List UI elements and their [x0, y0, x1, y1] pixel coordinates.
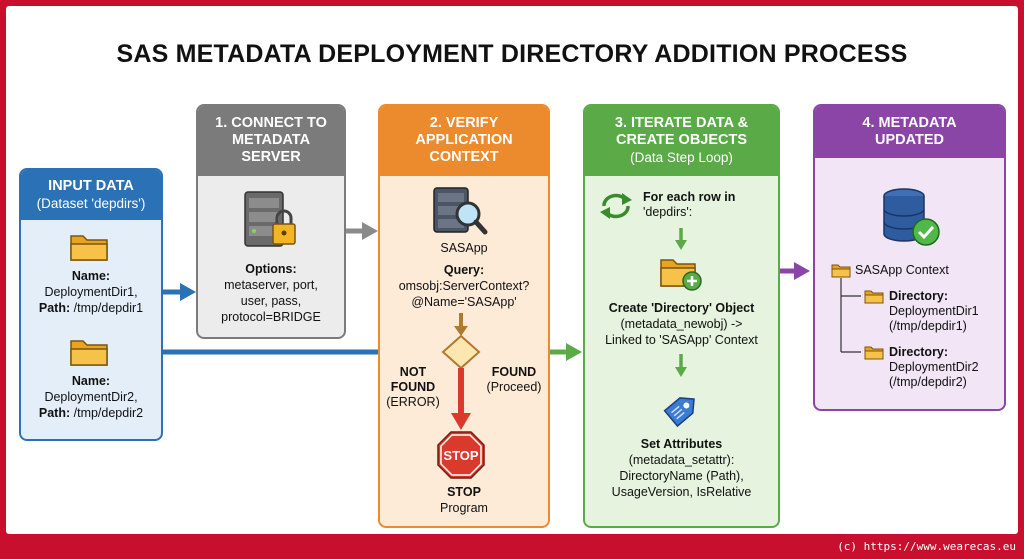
- input-data-panel: INPUT DATA (Dataset 'depdirs'): [19, 168, 163, 441]
- attr-line-1: (metadata_setattr):: [628, 453, 735, 467]
- updated-heading-2: UPDATED: [874, 132, 944, 148]
- query-line-2: @Name='SASApp': [411, 295, 517, 309]
- dir-1-label: Directory:: [889, 289, 949, 303]
- not-found-line-2: FOUND: [390, 380, 436, 394]
- input-row-2: Name: DeploymentDir2, Path: /tmp/depdir2: [21, 373, 161, 421]
- loop-line-1: For each row in: [643, 190, 736, 204]
- connect-heading-2: METADATA: [231, 132, 311, 148]
- input-row-1: Name: DeploymentDir1, Path: /tmp/depdir1: [21, 268, 161, 316]
- connect-options: Options: metaserver, port, user, pass, p…: [198, 261, 344, 325]
- input-row-1-path-label: Path:: [38, 301, 71, 315]
- options-line-1: metaserver, port,: [224, 278, 318, 292]
- iterate-create-panel: 3. ITERATE DATA & CREATE OBJECTS (Data S…: [583, 104, 780, 528]
- loop-icon: [600, 193, 632, 219]
- folder-icon: [864, 290, 884, 304]
- options-line-2: user, pass,: [240, 294, 302, 308]
- verify-heading-2: APPLICATION: [415, 132, 513, 148]
- input-data-heading: INPUT DATA: [48, 178, 134, 194]
- folder-icon: [70, 340, 108, 366]
- not-found-line-3: (ERROR): [386, 395, 440, 409]
- query-label: Query:: [443, 263, 485, 277]
- attr-title: Set Attributes: [640, 437, 723, 451]
- found-label: FOUND (Proceed): [482, 365, 546, 395]
- folder-icon: [864, 346, 884, 360]
- server-search-icon: [433, 187, 488, 235]
- query-line-1: omsobj:ServerContext?: [398, 279, 530, 293]
- input-row-2-name-label: Name:: [71, 374, 111, 388]
- input-row-2-path: /tmp/depdir2: [73, 406, 144, 420]
- found-line-1: FOUND: [491, 365, 537, 379]
- verify-query: Query: omsobj:ServerContext? @Name='SASA…: [380, 262, 548, 310]
- sasapp-context-label: SASApp Context: [855, 263, 949, 277]
- decision-flow: [441, 313, 481, 430]
- sasapp-server-label: SASApp: [440, 241, 488, 255]
- input-row-1-name-label: Name:: [71, 269, 111, 283]
- arrow-input-to-connect: [163, 283, 196, 301]
- folder-add-icon: [660, 259, 702, 291]
- verify-heading-1: 2. VERIFY: [429, 115, 499, 131]
- not-found-line-1: NOT: [399, 365, 427, 379]
- options-label: Options:: [245, 262, 297, 276]
- tree-directory-2: Directory: DeploymentDir2 (/tmp/depdir2): [889, 345, 1004, 390]
- connect-heading-1: 1. CONNECT TO: [215, 115, 327, 131]
- verify-context-header: 2. VERIFY APPLICATION CONTEXT: [380, 106, 548, 176]
- stop-sign-icon: STOP: [437, 431, 485, 479]
- dir-1-path: (/tmp/depdir1): [889, 319, 967, 333]
- create-title: Create 'Directory' Object: [608, 301, 755, 315]
- iterate-heading-2: CREATE OBJECTS: [615, 132, 748, 148]
- attr-line-2: DirectoryName (Path),: [619, 469, 744, 483]
- stop-sub: Program: [440, 501, 488, 515]
- options-line-3: protocol=BRIDGE: [221, 310, 321, 324]
- stop-label: STOP: [447, 485, 481, 499]
- iterate-create-header: 3. ITERATE DATA & CREATE OBJECTS (Data S…: [585, 106, 778, 176]
- connect-server-panel: 1. CONNECT TO METADATA SERVER: [196, 104, 346, 339]
- folder-icon: [70, 235, 108, 261]
- set-attributes: Set Attributes (metadata_setattr): Direc…: [585, 436, 778, 500]
- stop-sign-text: STOP: [443, 448, 478, 463]
- dir-1-name: DeploymentDir1: [889, 304, 979, 318]
- attr-line-3: UsageVersion, IsRelative: [611, 485, 752, 499]
- not-found-label: NOT FOUND (ERROR): [385, 365, 441, 410]
- tree-directory-1: Directory: DeploymentDir1 (/tmp/depdir1): [889, 289, 1004, 334]
- verify-heading-3: CONTEXT: [429, 149, 499, 165]
- database-check-icon: [883, 188, 940, 246]
- input-row-2-path-label: Path:: [38, 406, 71, 420]
- arrow-iterate-to-updated: [780, 262, 810, 280]
- copyright-footer: (c) https://www.wearecas.eu: [837, 540, 1016, 553]
- input-data-subheading: (Dataset 'depdirs'): [36, 196, 146, 211]
- arrow-connect-to-verify: [346, 222, 378, 240]
- create-directory: Create 'Directory' Object (metadata_newo…: [585, 300, 778, 348]
- input-data-header: INPUT DATA (Dataset 'depdirs'): [21, 170, 161, 220]
- metadata-tree-lines: [840, 278, 861, 353]
- connect-heading-3: SERVER: [241, 149, 301, 165]
- iterate-flow: [675, 228, 687, 377]
- server-lock-icon: [244, 191, 296, 247]
- updated-heading-1: 4. METADATA: [862, 115, 957, 131]
- input-row-2-name: DeploymentDir2,: [44, 390, 138, 404]
- dir-2-path: (/tmp/depdir2): [889, 375, 967, 389]
- dir-2-label: Directory:: [889, 345, 949, 359]
- verify-context-panel: 2. VERIFY APPLICATION CONTEXT: [378, 104, 550, 528]
- iterate-heading-sub: (Data Step Loop): [630, 150, 733, 165]
- page-title: SAS METADATA DEPLOYMENT DIRECTORY ADDITI…: [116, 40, 908, 68]
- loop-line-2: 'depdirs':: [643, 205, 693, 219]
- loop-text: For each row in 'depdirs':: [643, 190, 773, 220]
- create-line-2: Linked to 'SASApp' Context: [605, 333, 758, 347]
- folder-icon: [831, 264, 851, 278]
- connect-server-header: 1. CONNECT TO METADATA SERVER: [198, 106, 344, 176]
- found-line-2: (Proceed): [486, 380, 542, 394]
- dir-2-name: DeploymentDir2: [889, 360, 979, 374]
- metadata-updated-panel: 4. METADATA UPDATED: [813, 104, 1006, 411]
- create-line-1: (metadata_newobj) ->: [620, 317, 743, 331]
- stop-program: STOP Program: [380, 484, 548, 516]
- metadata-updated-header: 4. METADATA UPDATED: [815, 106, 1004, 158]
- input-row-1-path: /tmp/depdir1: [73, 301, 144, 315]
- iterate-heading-1: 3. ITERATE DATA &: [614, 115, 749, 131]
- input-row-1-name: DeploymentDir1,: [44, 285, 138, 299]
- tag-icon: [663, 397, 695, 428]
